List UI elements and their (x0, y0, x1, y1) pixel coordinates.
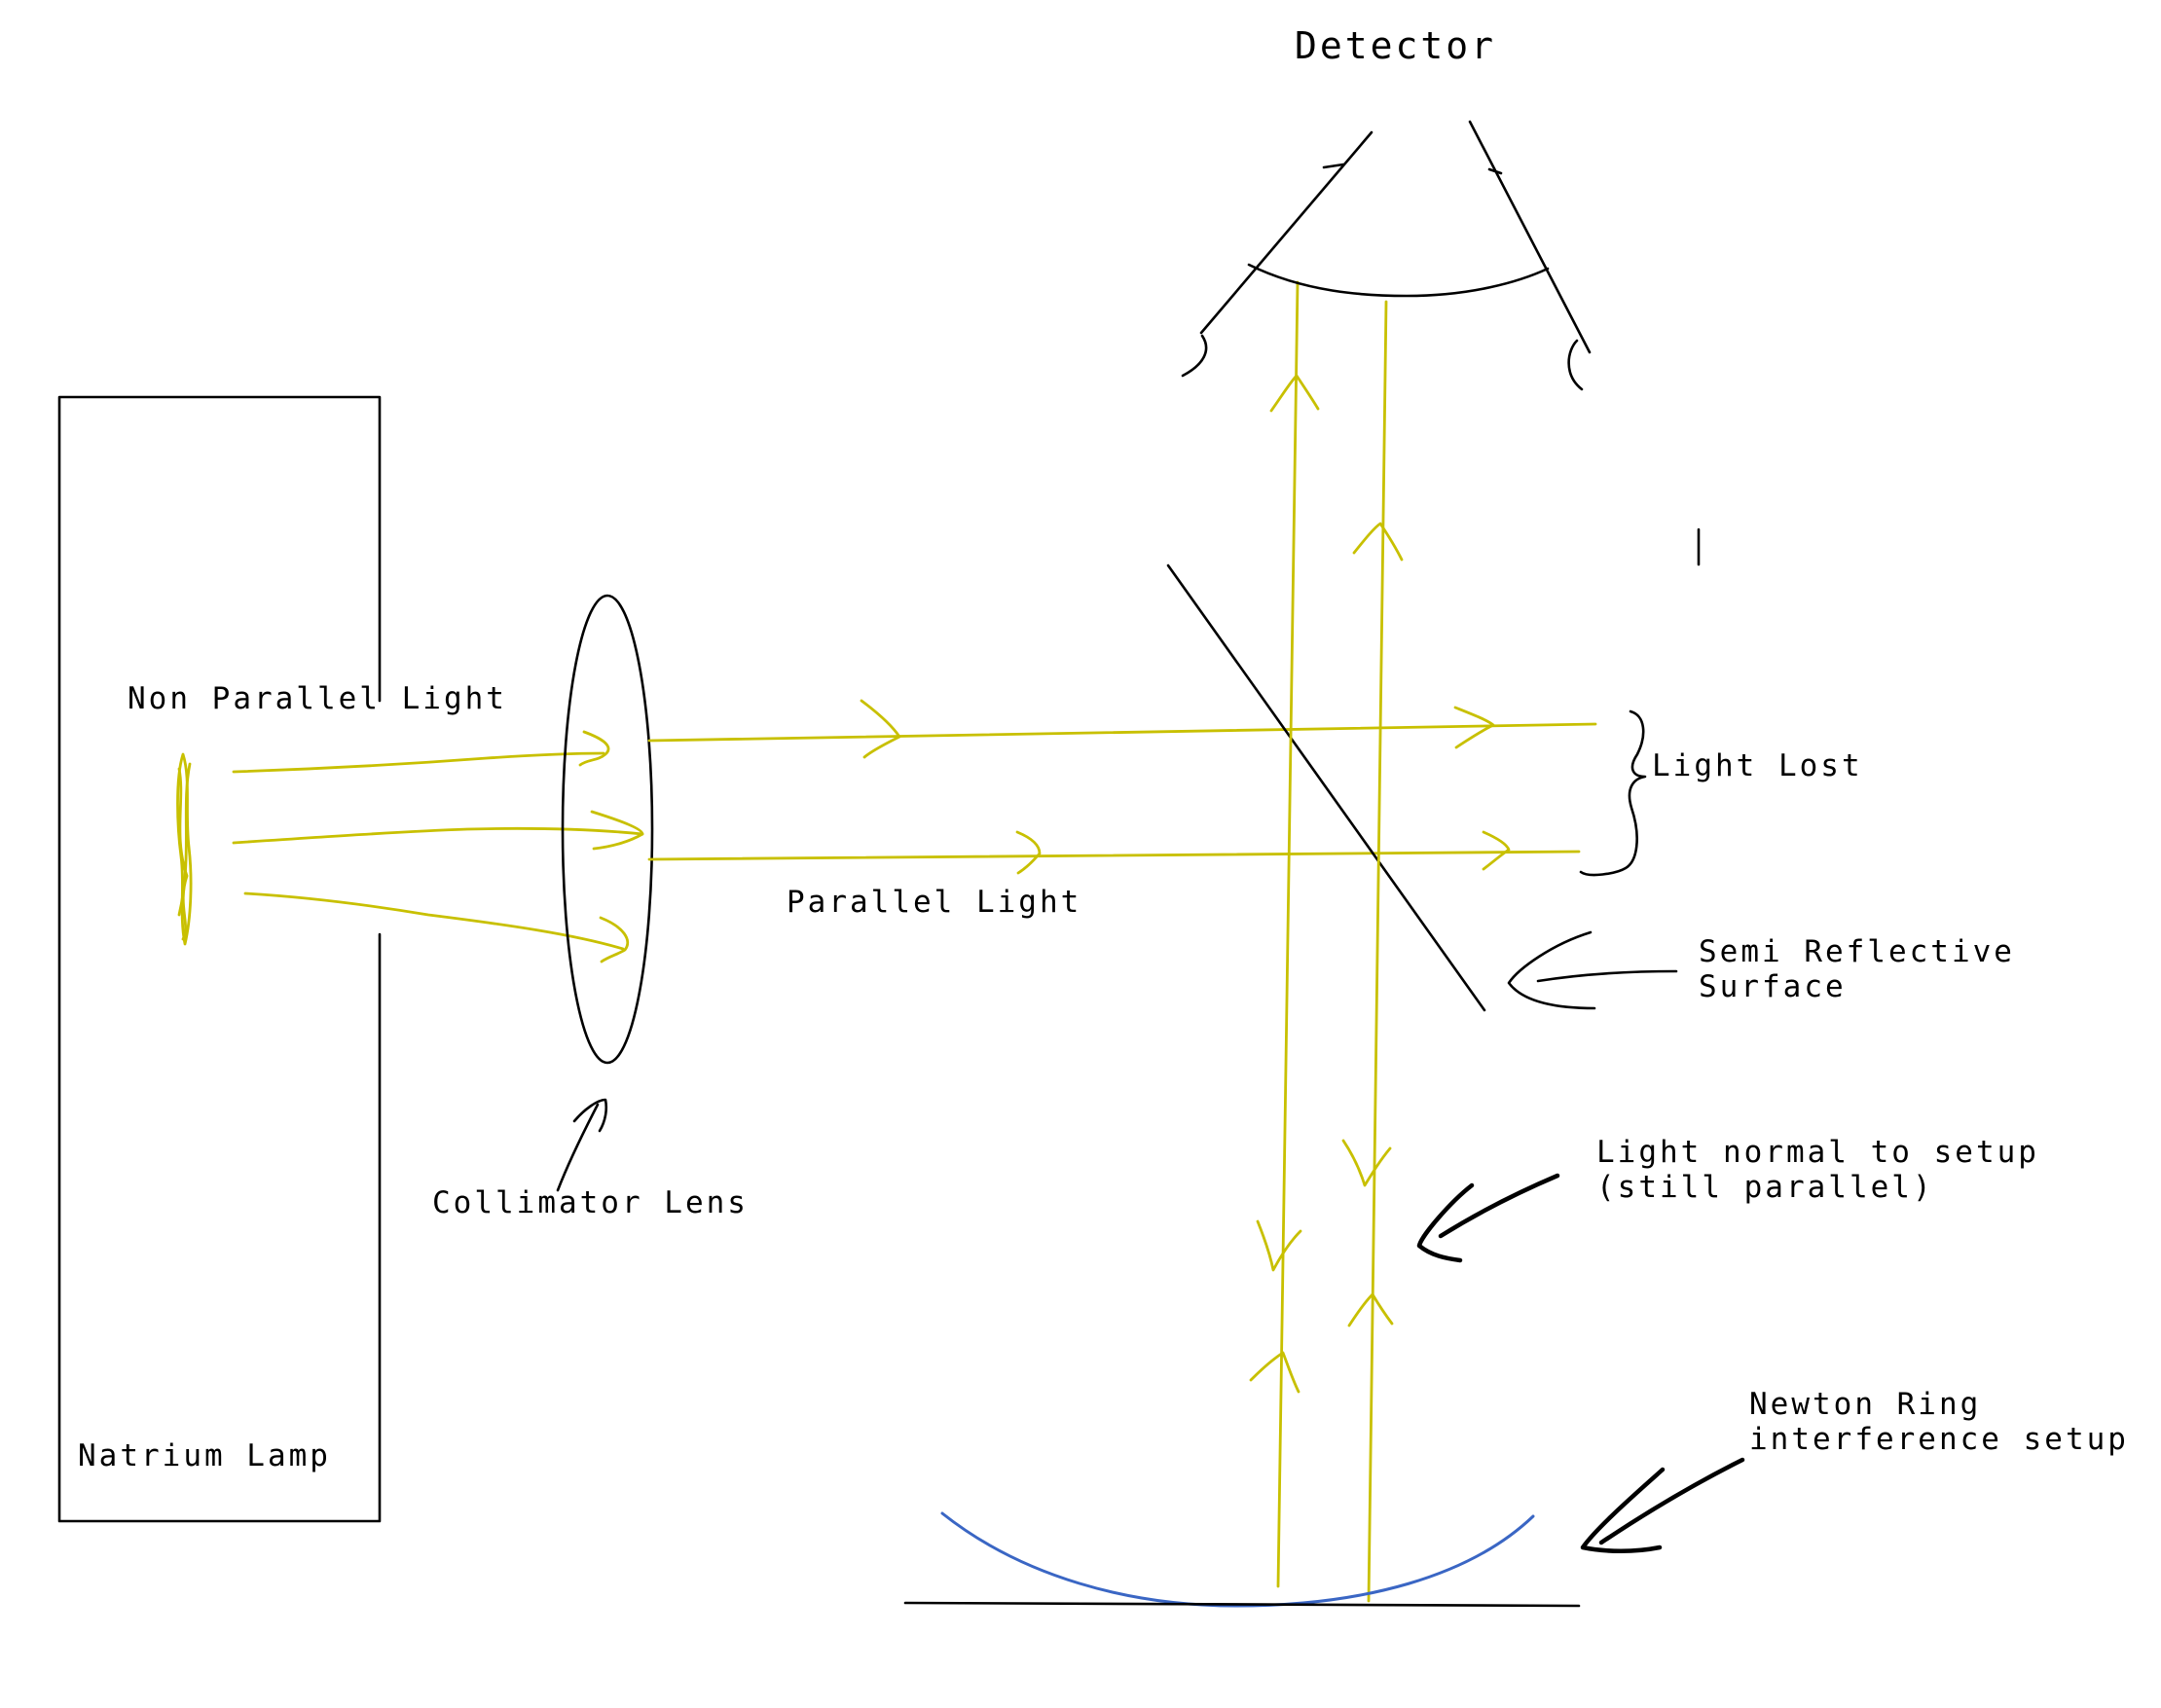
non-parallel-light-label: Non Parallel Light (128, 681, 507, 716)
lamp-filament (176, 752, 193, 946)
light-normal-pointer-arrow (1416, 1173, 1560, 1263)
semi-reflective-pointer-arrow (1507, 930, 1678, 1010)
detector-label: Detector (1295, 24, 1496, 67)
detector (1181, 120, 1592, 391)
collimator-lens (561, 594, 654, 1065)
newton-ring-lens-curve (940, 1511, 1535, 1608)
collimator-lens-label: Collimator Lens (432, 1185, 749, 1220)
collimator-pointer-arrow (556, 1098, 608, 1192)
parallel-light-label: Parallel Light (787, 885, 1081, 920)
semi-reflective-label-line1: Semi Reflective (1699, 934, 2015, 969)
newton-ring-label-line1: Newton Ring (1749, 1387, 1981, 1422)
light-normal-label-line2: (still parallel) (1596, 1170, 1934, 1205)
light-lost-label: Light Lost (1652, 748, 1863, 783)
light-normal-label-line1: Light normal to setup (1596, 1135, 2039, 1170)
newton-ring-label-line2: interference setup (1749, 1422, 2129, 1457)
semi-reflective-label-line2: Surface (1699, 969, 1847, 1004)
newton-ring-pointer-arrow (1580, 1457, 1745, 1553)
vertical-rays (1249, 280, 1404, 1603)
light-lost-brace (1579, 709, 1647, 877)
parallel-rays (647, 699, 1597, 875)
non-parallel-rays (232, 730, 644, 963)
natrium-lamp-label: Natrium Lamp (78, 1438, 331, 1473)
semi-reflective-surface (1166, 563, 1486, 1012)
natrium-lamp-housing (57, 395, 382, 1523)
newton-ring-setup (903, 1511, 1581, 1608)
